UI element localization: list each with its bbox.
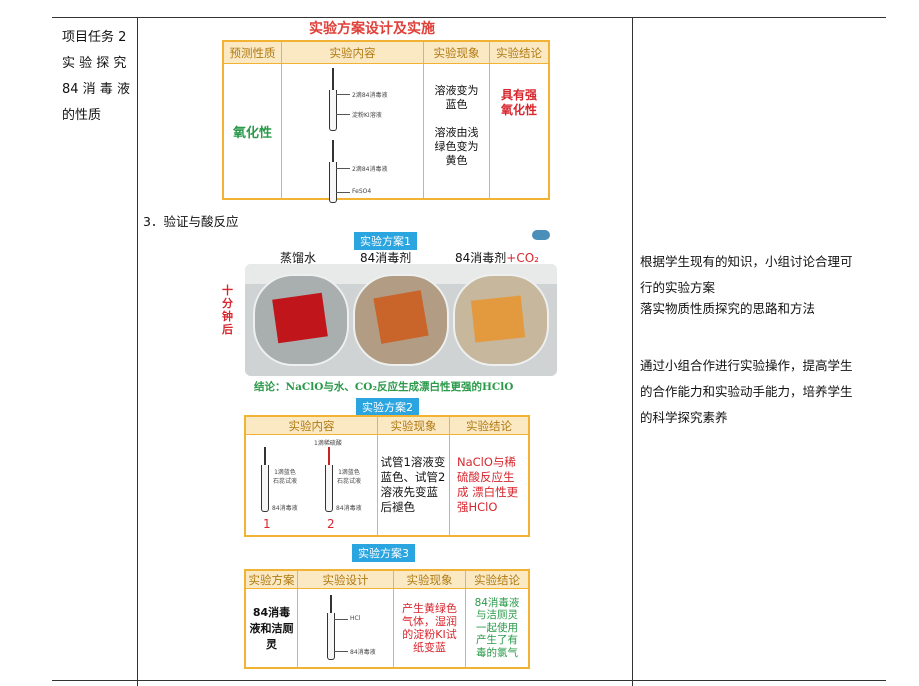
design-intent-para1: 根据学生现有的知识，小组讨论合理可 行的实验方案	[640, 249, 885, 301]
cup-label: 84消毒剂	[360, 251, 412, 265]
cup-label: 蒸馏水	[280, 251, 317, 265]
table1-header: 实验结论	[490, 42, 548, 64]
design-intent-para2: 落实物质性质探究的思路和方法	[640, 301, 816, 316]
photo-conclusion: 结论：NaClO与水、CO₂反应生成漂白性更强的HClO	[254, 381, 514, 393]
tube-label: 84消毒液	[272, 505, 298, 512]
intent-line: 通过小组合作进行实验操作，提高学生	[640, 358, 853, 373]
intent-line: 行的实验方案	[640, 280, 716, 295]
test-tube-icon	[327, 613, 335, 660]
table-top-border	[52, 17, 886, 18]
label-leader	[334, 619, 348, 620]
table1-title: 实验方案设计及实施	[309, 21, 435, 37]
plan2-tag: 实验方案2	[356, 398, 419, 416]
section-label: 3．验证与酸反应	[143, 214, 239, 229]
plan2-table: 实验内容 实验现象 实验结论 1滴蓝色石蕊试液 84消毒液 1 1滴稀硫酸 1滴…	[244, 415, 530, 537]
plan3-header: 实验现象	[394, 571, 466, 589]
dropper-icon	[264, 447, 266, 465]
cup-label-text: 84消毒剂	[455, 251, 507, 265]
plan3-conclusion: 84消毒液与洁厕灵一起使用产生了有毒的氯气	[466, 589, 528, 667]
cup-label: 84消毒剂+CO₂	[455, 249, 539, 266]
table-col-divider-1	[137, 17, 138, 686]
plan3-header: 实验结论	[466, 571, 528, 589]
plan3-header: 实验设计	[298, 571, 394, 589]
predicted-property: 氧化性	[224, 64, 282, 198]
orange-paper	[373, 290, 429, 344]
label-leader	[334, 651, 348, 652]
plan3-conclusion-text: 84消毒液与洁厕灵一起使用产生了有毒的氯气	[474, 596, 520, 659]
test-tube-icon	[329, 90, 337, 131]
plan3-phenomenon-text: 产生黄绿色气体，湿润的淀粉KI试纸变蓝	[402, 602, 457, 654]
plan3-phenomenon: 产生黄绿色气体，湿润的淀粉KI试纸变蓝	[394, 589, 466, 667]
tube-top-label: 1滴稀硫酸	[314, 440, 342, 447]
plan3-table: 实验方案 实验设计 实验现象 实验结论 84消毒液和洁厕灵 HCl 84消毒液 …	[244, 569, 530, 669]
task-title: 项目任务 2 实 验 探 究 84 消 毒 液 的性质	[62, 25, 132, 129]
plan2-conclusion: NaClO与稀硫酸反应生成 漂白性更强HClO	[450, 435, 528, 535]
table-bottom-border	[52, 680, 886, 681]
dropper-icon	[330, 595, 332, 613]
experiment-content-cell: 2滴84消毒液 淀粉KI溶液 2滴84消毒液 FeSO4	[282, 64, 424, 203]
table1-header: 实验现象	[424, 42, 490, 64]
tube-label: 84消毒液	[336, 505, 362, 512]
plan2-conclusion-text: NaClO与稀硫酸反应生成 漂白性更强HClO	[457, 455, 519, 514]
plan2-content-cell: 1滴蓝色石蕊试液 84消毒液 1 1滴稀硫酸 1滴蓝色石蕊试液 84消毒液 2	[246, 435, 378, 535]
label-leader	[336, 168, 350, 169]
tube-label: 2滴84消毒液	[352, 166, 388, 173]
pin-icon	[532, 230, 550, 240]
table1-header: 实验内容	[282, 42, 424, 64]
label-leader	[336, 114, 350, 115]
task-title-line: 的性质	[62, 108, 102, 123]
dropper-icon	[328, 447, 330, 465]
tube-number: 1	[263, 517, 271, 531]
plan2-phenomenon: 试管1溶液变蓝色、试管2溶液先变蓝后褪色	[378, 435, 450, 535]
plan3-scheme: 84消毒液和洁厕灵	[246, 589, 298, 667]
tube-label: 1滴蓝色石蕊试液	[336, 469, 361, 485]
plan3-header: 实验方案	[246, 571, 298, 589]
plan3-tag: 实验方案3	[352, 544, 415, 562]
light-orange-paper	[470, 295, 526, 343]
plan2-header: 实验结论	[450, 417, 528, 435]
tube-label: 1滴蓝色石蕊试液	[272, 469, 297, 485]
tube-label: HCl	[350, 615, 361, 622]
plan3-design: HCl 84消毒液	[298, 589, 394, 667]
table-col-divider-2	[632, 17, 633, 686]
table1-header: 预测性质	[224, 42, 282, 64]
design-intent-para3: 通过小组合作进行实验操作，提高学生 的合作能力和实验动手能力，培养学生 的科学探…	[640, 353, 885, 431]
dropper-icon	[332, 68, 334, 90]
side-note: 十分钟后	[222, 284, 233, 336]
task-title-line: 实 验 探 究	[62, 56, 127, 71]
tube-label: 2滴84消毒液	[352, 92, 388, 99]
test-tube-icon	[261, 465, 269, 512]
phenomenon-cell: 溶液变为蓝色 溶液由浅绿色变为黄色	[424, 64, 490, 198]
tube-label: 淀粉KI溶液	[352, 112, 382, 119]
tube-number: 2	[327, 517, 335, 531]
intent-line: 根据学生现有的知识，小组讨论合理可	[640, 254, 853, 269]
label-leader	[336, 94, 350, 95]
label-leader	[336, 192, 350, 193]
plan1-tag: 实验方案1	[354, 232, 417, 250]
intent-line: 的科学探究素养	[640, 410, 728, 425]
plan3-scheme-text: 84消毒液和洁厕灵	[249, 606, 294, 651]
conclusion-cell: 具有强氧化性	[490, 64, 548, 198]
conclusion-text: 具有强氧化性	[500, 88, 537, 117]
tube-label: FeSO4	[352, 188, 372, 195]
test-tube-icon	[325, 465, 333, 512]
red-paper	[272, 292, 328, 344]
experiment-photo	[245, 264, 557, 376]
plan2-phenomenon-text: 试管1溶液变蓝色、试管2溶液先变蓝后褪色	[380, 455, 446, 514]
intent-line: 的合作能力和实验动手能力，培养学生	[640, 384, 853, 399]
plan2-header: 实验现象	[378, 417, 450, 435]
test-tube-icon	[329, 162, 337, 203]
task-title-line: 项目任务 2	[62, 30, 127, 45]
co2-label: +CO₂	[506, 251, 539, 265]
tube-label: 84消毒液	[350, 649, 376, 656]
plan2-header: 实验内容	[246, 417, 378, 435]
experiment-design-table: 预测性质 实验内容 实验现象 实验结论 氧化性 2滴84消毒液 淀粉KI溶液 2…	[222, 40, 550, 203]
dropper-icon	[332, 140, 334, 162]
phenomenon-text: 溶液变为蓝色	[434, 84, 479, 111]
phenomenon-text: 溶液由浅绿色变为黄色	[434, 126, 479, 167]
task-title-line: 84 消 毒 液	[62, 82, 130, 97]
